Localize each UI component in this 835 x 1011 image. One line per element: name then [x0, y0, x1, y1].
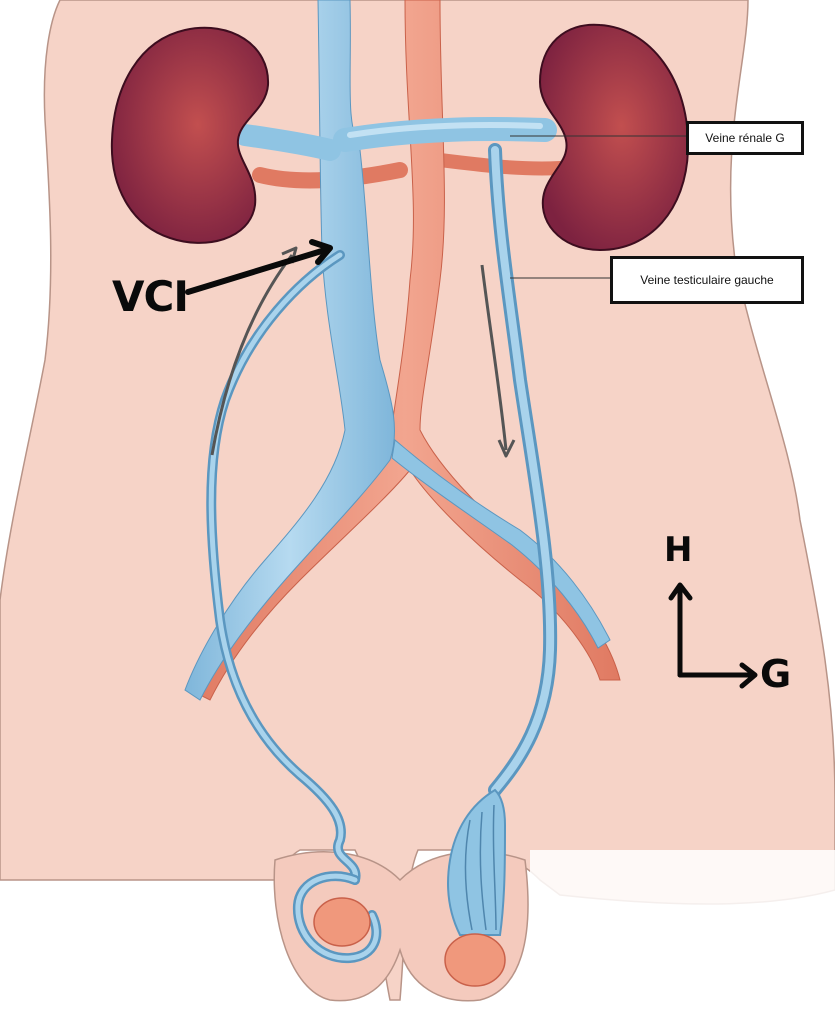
vci-label: VCI [112, 272, 189, 321]
renal-vein-label: Veine rénale G [686, 121, 804, 155]
orientation-left-label: G [760, 652, 792, 696]
left-testis [444, 933, 506, 987]
left-renal-vein [333, 117, 557, 152]
right-kidney [110, 26, 270, 244]
vci-pointer-arrowhead [309, 239, 333, 265]
right-testis [313, 897, 371, 947]
right-epididymis-inner [295, 873, 379, 961]
testicular-vein-label: Veine testiculaire gauche [610, 256, 804, 304]
left-renal-vein-highlight [347, 121, 543, 138]
flow-arrow-down-head [497, 439, 516, 458]
flow-arrow-up [210, 254, 294, 456]
left-iliac-vein [391, 439, 611, 649]
bottom-fade [530, 850, 835, 1011]
right-renal-vein [234, 124, 341, 161]
flow-arrow-down [480, 264, 508, 451]
orientation-left-arrowhead [739, 662, 758, 689]
right-testicular-vein-inner [208, 252, 358, 883]
vci-pointer-arrow [185, 247, 328, 295]
plexus-lines [464, 804, 497, 931]
orientation-up-label: H [664, 530, 693, 570]
left-testicular-vein-inner [491, 146, 555, 794]
orientation-up-arrowhead [668, 582, 693, 601]
